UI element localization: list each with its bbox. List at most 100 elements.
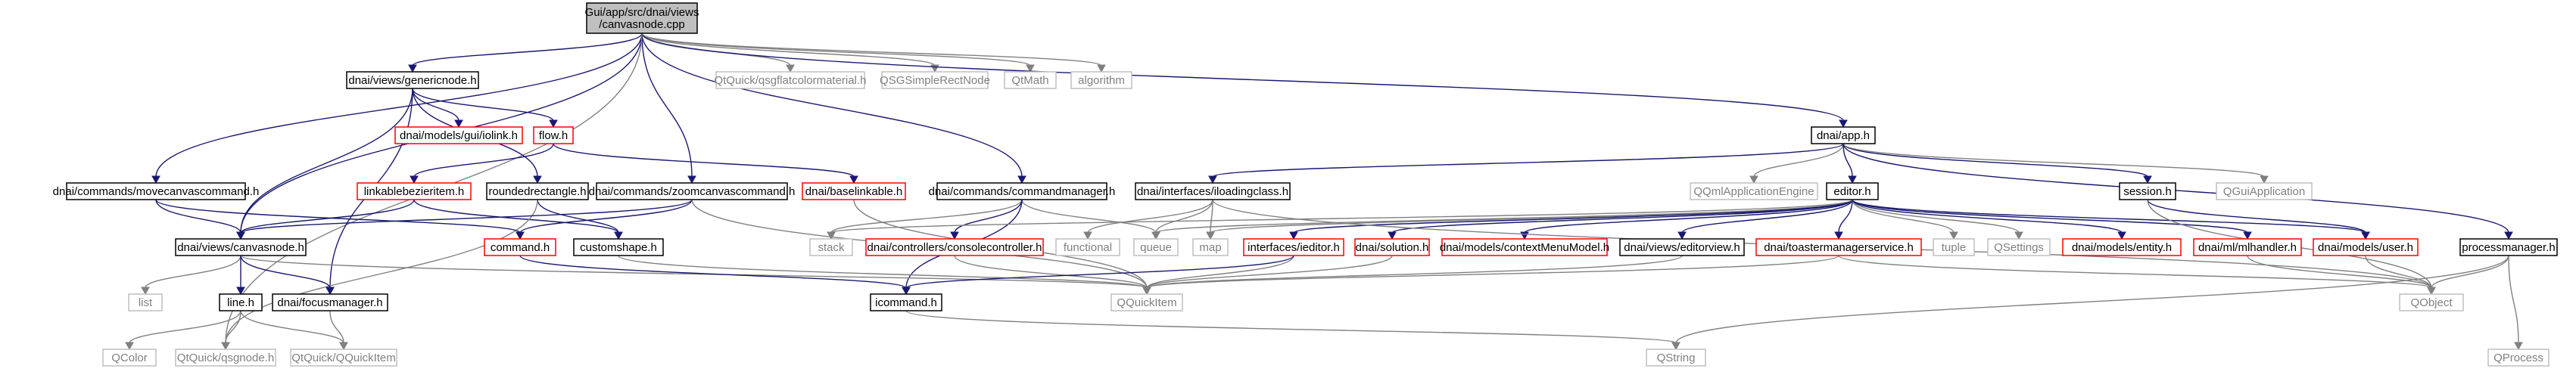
- arrowhead-editor-to-queue: [1151, 231, 1160, 240]
- arrowhead-line-to-qsgnode: [221, 342, 230, 351]
- edge-icommand-to-qstring: [905, 310, 1677, 344]
- node-label-processmanager: processmanager.h: [2462, 241, 2555, 254]
- node-label-stack: stack: [818, 241, 845, 254]
- node-iolink[interactable]: dnai/models/gui/iolink.h: [394, 126, 523, 144]
- node-box-qobject: [2399, 293, 2464, 311]
- node-label-queue: queue: [1140, 241, 1172, 254]
- edge-roundedrect-to-customshape: [537, 199, 619, 234]
- node-qquickitem: QQuickItem: [1110, 293, 1183, 311]
- node-mlhandler[interactable]: dnai/ml/mlhandler.h: [2193, 238, 2302, 256]
- node-box-qtquickitem: [290, 349, 397, 367]
- node-box-qprocess: [2487, 349, 2550, 367]
- arrowhead-editor-to-editorview: [1677, 231, 1687, 240]
- node-stack: stack: [809, 238, 853, 256]
- node-label-solution: dnai/solution.h: [1356, 241, 1429, 254]
- node-canvasnode[interactable]: dnai/views/canvasnode.h: [175, 238, 307, 256]
- node-label-contextmenu: dnai/models/contextMenuModel.h: [1440, 241, 1609, 254]
- node-tuple: tuple: [1933, 238, 1975, 256]
- node-label-consolecontroller: dnai/controllers/consolecontroller.h: [867, 241, 1042, 254]
- node-box-list: [128, 293, 163, 311]
- node-qstring: QString: [1646, 349, 1706, 367]
- node-flow[interactable]: flow.h: [533, 126, 574, 144]
- node-root[interactable]: Gui/app/src/dnai/views/canvasnode.cpp: [585, 2, 699, 34]
- node-box-baselinkable: [802, 182, 906, 200]
- node-label-zoomcanvas: dnai/commands/zoomcanvascommand.h: [589, 185, 796, 198]
- node-editor[interactable]: editor.h: [1826, 182, 1879, 200]
- node-movecanvas[interactable]: dnai/commands/movecanvascommand.h: [53, 182, 260, 200]
- edge-genericnode-to-iolink: [412, 88, 459, 122]
- node-label-command: command.h: [491, 241, 550, 254]
- edge-editor-to-map: [1210, 199, 1853, 234]
- arrowhead-root-to-movecanvas: [151, 175, 160, 184]
- arrowhead-app-to-iloadingclass: [1208, 175, 1217, 184]
- node-solution[interactable]: dnai/solution.h: [1354, 238, 1430, 256]
- node-toaster[interactable]: dnai/toastermanagerservice.h: [1755, 238, 1922, 256]
- arrowhead-root-to-zoomcanvas: [687, 175, 696, 184]
- node-line[interactable]: line.h: [219, 293, 263, 311]
- node-app[interactable]: dnai/app.h: [1811, 126, 1876, 144]
- node-editorview[interactable]: dnai/views/editorview.h: [1619, 238, 1745, 256]
- node-consolecontroller[interactable]: dnai/controllers/consolecontroller.h: [865, 238, 1044, 256]
- node-box-stack: [809, 238, 853, 256]
- node-user[interactable]: dnai/models/user.h: [2313, 238, 2419, 256]
- node-box-iolink: [394, 126, 523, 144]
- node-label-list: list: [139, 296, 153, 309]
- node-contextmenu[interactable]: dnai/models/contextMenuModel.h: [1440, 238, 1609, 256]
- node-flatcolor: QtQuick/qsgflatcolormaterial.h: [715, 71, 866, 89]
- arrowhead-zoomcanvas-to-command: [516, 231, 525, 240]
- node-label-canvasnode: dnai/views/canvasnode.h: [177, 241, 304, 254]
- edge-toaster-to-qquickitem: [1146, 255, 1839, 289]
- edge-root-to-genericnode: [412, 33, 643, 67]
- node-processmanager[interactable]: processmanager.h: [2459, 238, 2558, 256]
- edge-app-to-session: [1842, 143, 2148, 178]
- node-baselinkable[interactable]: dnai/baselinkable.h: [802, 182, 906, 200]
- node-box-icommand: [870, 293, 942, 311]
- arrowhead-editor-to-contextmenu: [1520, 231, 1529, 240]
- node-label-movecanvas: dnai/commands/movecanvascommand.h: [53, 185, 260, 198]
- node-entity[interactable]: dnai/models/entity.h: [2062, 238, 2182, 256]
- file-nodes: Gui/app/src/dnai/views/canvasnode.cpp dna…: [53, 2, 2558, 367]
- node-box-entity: [2062, 238, 2182, 256]
- node-box-root: [586, 2, 698, 34]
- edge-session-to-user: [2147, 199, 2366, 234]
- arrowhead-editor-to-qsettings: [2014, 231, 2023, 240]
- edge-commandmanager-to-queue: [1021, 199, 1157, 234]
- edge-app-to-iloadingclass: [1212, 143, 1844, 178]
- edge-focusmanager-to-qtquickitem: [329, 310, 344, 344]
- node-focusmanager[interactable]: dnai/focusmanager.h: [272, 293, 388, 311]
- edge-command-to-icommand: [519, 255, 907, 289]
- node-qcolor: QColor: [102, 349, 157, 367]
- node-iloadingclass[interactable]: dnai/interfaces/iloadingclass.h: [1135, 182, 1291, 200]
- arrowhead-editor-to-solution: [1388, 231, 1397, 240]
- edge-editor-to-stack: [830, 199, 1853, 234]
- node-icommand[interactable]: icommand.h: [870, 293, 942, 311]
- edge-canvasnode-to-focusmanager: [240, 255, 331, 289]
- node-zoomcanvas[interactable]: dnai/commands/zoomcanvascommand.h: [589, 182, 796, 200]
- node-list: list: [128, 293, 163, 311]
- node-box-qguiapp: [2216, 182, 2313, 200]
- node-session[interactable]: session.h: [2119, 182, 2176, 200]
- node-box-genericnode: [346, 71, 479, 89]
- edge-commandmanager-to-stack: [830, 199, 1023, 234]
- node-label-editor: editor.h: [1833, 185, 1870, 198]
- arrowhead-focusmanager-to-qtquickitem: [339, 342, 348, 351]
- node-genericnode[interactable]: dnai/views/genericnode.h: [346, 71, 479, 89]
- node-commandmanager[interactable]: dnai/commands/commandmanager.h: [929, 182, 1116, 200]
- edge-flow-to-baselinkable: [553, 143, 855, 178]
- edge-zoomcanvas-to-command: [519, 199, 693, 234]
- arrowhead-toaster-to-qquickitem: [1142, 287, 1151, 296]
- arrowhead-icommand-to-qstring: [1671, 342, 1680, 351]
- node-customshape[interactable]: customshape.h: [573, 238, 664, 256]
- node-box-app: [1811, 126, 1876, 144]
- node-label-qsgsimplerect: QSGSimpleRectNode: [880, 74, 990, 87]
- node-label-ieditor: interfaces/ieditor.h: [1248, 241, 1340, 254]
- node-roundedrect[interactable]: roundedrectangle.h: [486, 182, 589, 200]
- node-map: map: [1192, 238, 1229, 256]
- node-label-customshape: customshape.h: [580, 241, 657, 254]
- node-linkablebezier[interactable]: linkablebezieritem.h: [357, 182, 472, 200]
- node-ieditor[interactable]: interfaces/ieditor.h: [1243, 238, 1344, 256]
- node-box-qsettings: [1987, 238, 2051, 256]
- node-command[interactable]: command.h: [484, 238, 556, 256]
- node-label-qprocess: QProcess: [2493, 352, 2543, 364]
